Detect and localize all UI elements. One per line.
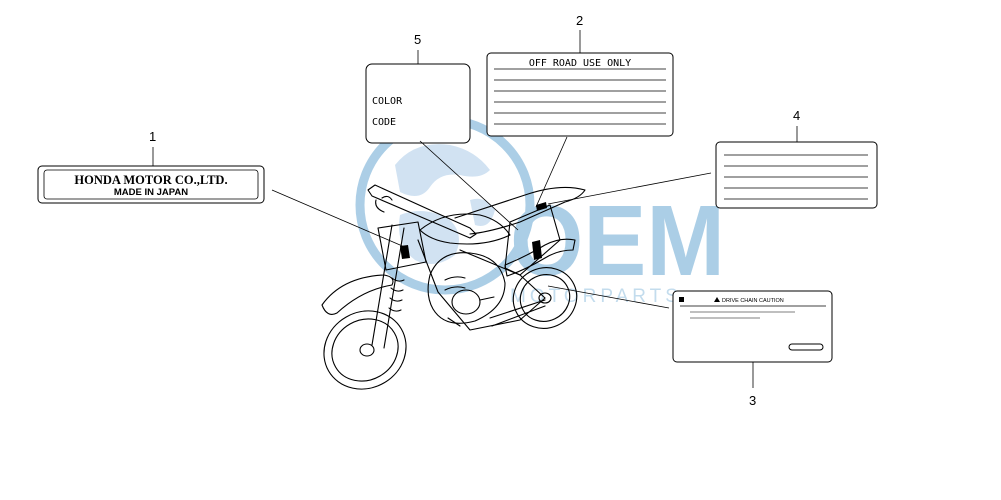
honda-plate-label[interactable]: HONDA MOTOR CO.,LTD. MADE IN JAPAN bbox=[37, 165, 265, 204]
honda-plate-line1: HONDA MOTOR CO.,LTD. bbox=[74, 173, 227, 187]
color-code-label[interactable]: COLOR CODE bbox=[365, 63, 471, 144]
callout-1: 1 HONDA MOTOR CO.,LTD. MADE IN JAPAN bbox=[37, 129, 408, 249]
callout-number-4: 4 bbox=[793, 108, 800, 123]
motorcycle-drawing bbox=[321, 184, 586, 390]
blank-label-4[interactable] bbox=[715, 141, 878, 209]
off-road-title: OFF ROAD USE ONLY bbox=[529, 58, 631, 69]
warning-icon bbox=[714, 297, 720, 302]
chain-icon bbox=[788, 343, 824, 351]
drive-chain-label[interactable]: DRIVE CHAIN CAUTION bbox=[672, 290, 833, 363]
watermark: OEM MOTORPARTS bbox=[355, 115, 725, 307]
callout-number-5: 5 bbox=[414, 32, 421, 47]
watermark-globe-continents bbox=[395, 144, 495, 264]
off-road-label[interactable]: OFF ROAD USE ONLY bbox=[486, 52, 674, 137]
callout-3: DRIVE CHAIN CAUTION 3 bbox=[547, 285, 833, 408]
color-code-line2: CODE bbox=[372, 117, 396, 128]
watermark-brand: OEM bbox=[510, 185, 725, 297]
callout-number-1: 1 bbox=[149, 129, 156, 144]
honda-plate-line2: MADE IN JAPAN bbox=[114, 187, 188, 198]
callout-number-2: 2 bbox=[576, 13, 583, 28]
callout-2: 2 OFF ROAD USE ONLY bbox=[486, 13, 674, 208]
callout-number-3: 3 bbox=[749, 393, 756, 408]
callout-4: 4 bbox=[547, 108, 878, 209]
drive-chain-title: DRIVE CHAIN CAUTION bbox=[722, 298, 784, 304]
color-code-line1: COLOR bbox=[372, 96, 403, 107]
callout-5: 5 COLOR CODE bbox=[365, 32, 519, 231]
